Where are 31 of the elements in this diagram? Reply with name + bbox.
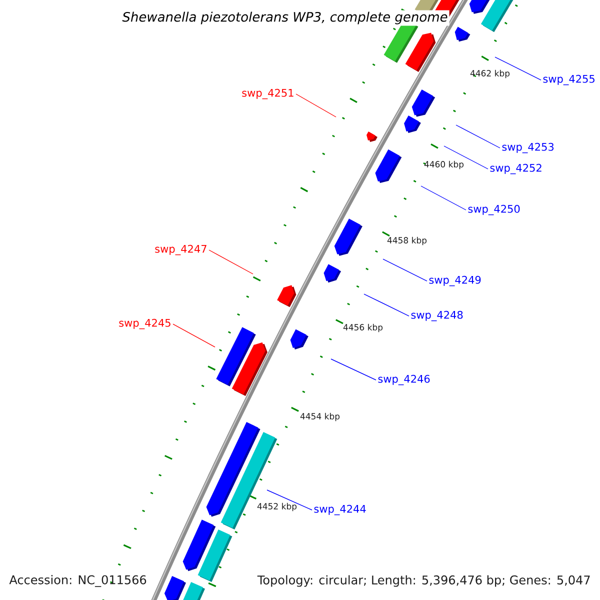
leader-line (382, 258, 428, 282)
gene-label: swp_4247 (155, 244, 206, 256)
gene-label: swp_4250 (468, 204, 520, 216)
position-label: 4462 kbp (470, 70, 510, 78)
gene-label: swp_4244 (314, 504, 366, 516)
position-label: 4452 kbp (257, 502, 297, 512)
leader-line (420, 186, 466, 210)
gene-label: swp_4246 (378, 374, 430, 386)
position-label: 4456 kbp (343, 324, 383, 332)
title: Shewanella piezotolerans WP3, complete genome (120, 10, 450, 26)
leader-line (296, 94, 336, 118)
gene-label: swp_4251 (242, 88, 294, 100)
gene-label: swp_4248 (411, 310, 463, 322)
gene-label: swp_4255 (543, 74, 594, 86)
accession-label: Accession: NC_011566 (9, 575, 146, 587)
leader-line (330, 358, 376, 380)
position-label: 4454 kbp (300, 412, 340, 422)
leader-line (266, 490, 312, 510)
leader-line (172, 324, 216, 348)
gene-label: swp_4253 (502, 142, 554, 154)
leader-line (456, 124, 500, 148)
leader-line (444, 146, 488, 170)
gene-label: swp_4252 (490, 164, 542, 174)
leader-line (494, 56, 542, 80)
position-label: 4458 kbp (387, 236, 427, 246)
position-label: 4460 kbp (424, 160, 464, 170)
gene-label: swp_4249 (429, 276, 481, 286)
leader-line (364, 294, 410, 316)
gene-label: swp_4245 (119, 318, 170, 330)
genome-info-label: Topology: circular; Length: 5,396,476 bp; Genes: 5,047 (257, 575, 590, 587)
leader-line (208, 250, 254, 274)
